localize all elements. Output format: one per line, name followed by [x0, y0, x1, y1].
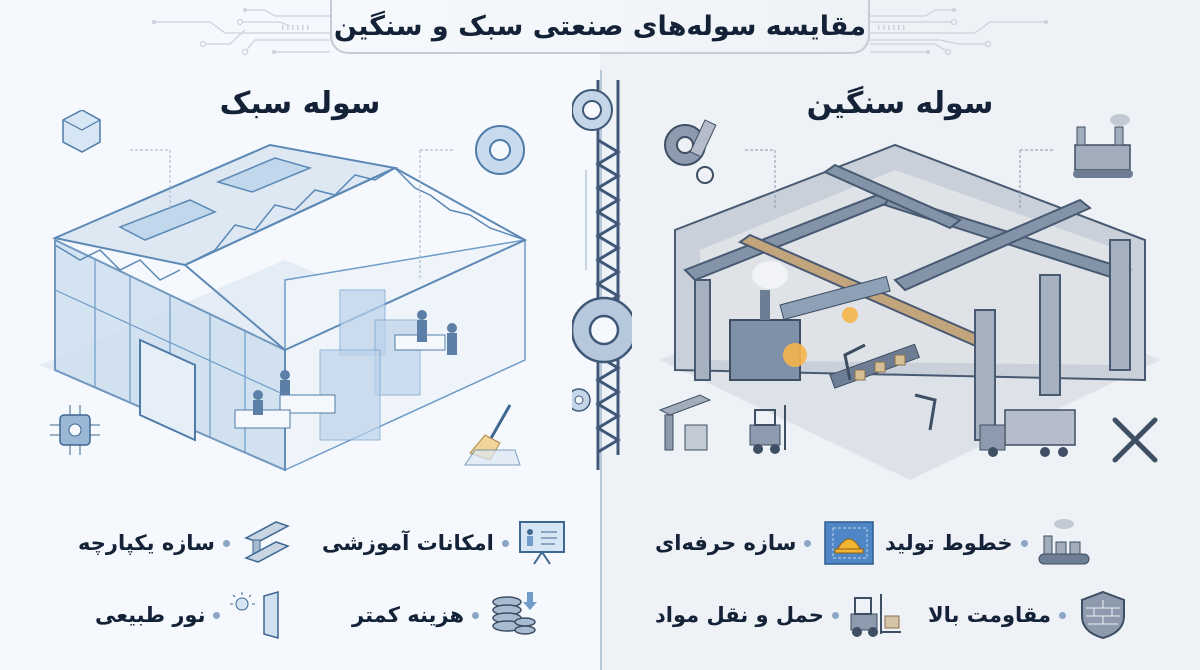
- forklift-icon: [850, 594, 901, 637]
- truck-icon: [979, 409, 1076, 457]
- feature-label: خطوط تولید: [885, 531, 1013, 555]
- heavy-feature-professional-structure: سازه حرفه‌ای: [655, 518, 877, 568]
- small-gear-icon: [572, 388, 591, 412]
- circuit-decoration-right: [870, 8, 1048, 56]
- gear-piston-icon: [664, 119, 717, 184]
- feature-label: سازه حرفه‌ای: [655, 531, 797, 555]
- feature-label: سازه یکپارچه: [78, 531, 215, 555]
- light-shed-title: سوله سبک: [219, 86, 381, 121]
- gear-cycle-icon: [475, 125, 525, 175]
- feature-label: حمل و نقل مواد: [655, 603, 824, 627]
- shield-brick-icon: [1081, 590, 1126, 640]
- light-feature-education: امکانات آموزشی: [322, 518, 575, 568]
- coins-down-icon: [492, 592, 538, 635]
- feature-label: امکانات آموزشی: [322, 531, 494, 555]
- bullet-dot: [1059, 611, 1067, 619]
- steel-beam-icon: [243, 521, 290, 563]
- bullet-dot: [831, 611, 839, 619]
- center-truss-divider: [572, 70, 632, 670]
- heavy-feature-material-handling: حمل و نقل مواد: [655, 590, 905, 640]
- light-feature-integrated-structure: سازه یکپارچه: [78, 518, 296, 568]
- blueprint-helmet-icon: [824, 521, 875, 565]
- wrench-hammer-icon: [1112, 417, 1158, 463]
- feature-label: هزینه کمتر: [352, 603, 465, 627]
- feature-label: نور طبیعی: [95, 603, 206, 627]
- light-shed-illustration: [40, 110, 528, 472]
- bullet-dot: [472, 611, 480, 619]
- heavy-feature-production-lines: خطوط تولید: [885, 518, 1094, 568]
- factory-conveyor-icon: [1038, 519, 1090, 565]
- factory-icon: [1073, 114, 1133, 178]
- bullet-dot: [213, 611, 221, 619]
- light-feature-lower-cost: هزینه کمتر: [352, 590, 545, 640]
- page-title: مقایسه سوله‌های صنعتی سبک و سنگین: [333, 10, 867, 42]
- sun-window-icon: [230, 591, 280, 639]
- bullet-dot: [804, 539, 812, 547]
- bullet-dot: [1020, 539, 1028, 547]
- header-title-box: مقایسه سوله‌های صنعتی سبک و سنگین: [330, 0, 870, 54]
- bullet-dot: [222, 539, 230, 547]
- bullet-dot: [501, 539, 509, 547]
- gear-icon: [572, 296, 632, 364]
- chip-icon: [50, 405, 100, 455]
- presentation-board-icon: [518, 521, 565, 565]
- heavy-shed-title: سوله سنگین: [806, 86, 994, 121]
- broom-clean-icon: [464, 404, 521, 466]
- gear-icon: [572, 89, 613, 131]
- light-feature-natural-light: نور طبیعی: [95, 590, 286, 640]
- forklift-icon: [749, 405, 786, 454]
- feature-label: مقاومت بالا: [928, 603, 1052, 627]
- heavy-feature-high-resistance: مقاومت بالا: [928, 590, 1132, 640]
- beam-block-icon: [658, 394, 712, 451]
- circuit-decoration-left: [152, 8, 330, 56]
- heavy-shed-illustration: [658, 114, 1160, 480]
- cube-icon: [62, 110, 101, 153]
